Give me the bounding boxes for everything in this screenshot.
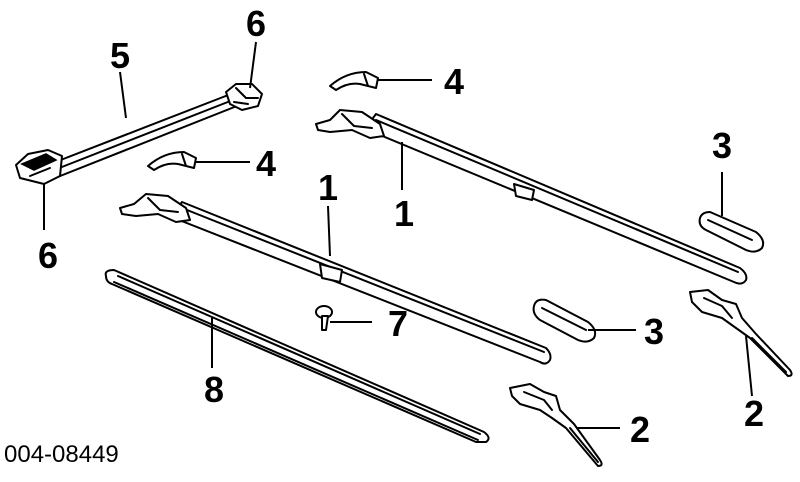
- side-rail-part-1-upper: [315, 109, 748, 285]
- cross-bar-part-5: [39, 91, 243, 181]
- callout-2-right: 2: [744, 393, 764, 434]
- end-cap-part-3-upper: [698, 211, 765, 253]
- bracket-part-2-lower: [509, 383, 603, 467]
- end-cap-part-3-lower: [532, 298, 597, 343]
- diagram-id: 004-08449: [4, 441, 119, 468]
- callout-7: 7: [388, 303, 408, 344]
- callout-1-upper: 1: [394, 193, 414, 234]
- bracket-part-2-right: [689, 289, 793, 377]
- leader-lines: [43, 41, 753, 429]
- callout-3-lower: 3: [644, 311, 664, 352]
- callout-6-top: 6: [246, 3, 266, 44]
- callout-1-lower: 1: [318, 167, 338, 208]
- end-cover-part-4-lower: [147, 151, 197, 171]
- callout-2-lower: 2: [630, 409, 650, 450]
- callout-5: 5: [110, 35, 130, 76]
- callout-8: 8: [204, 369, 224, 410]
- rail-strip-part-8: [104, 269, 490, 443]
- callout-6-bottom: 6: [38, 235, 58, 276]
- end-cover-part-4-upper: [329, 71, 379, 91]
- crossbar-end-bracket-left: [15, 149, 63, 185]
- crossbar-end-bracket-right: [225, 83, 263, 111]
- callout-4-lower: 4: [256, 143, 276, 184]
- side-rail-part-1-lower: [119, 193, 552, 365]
- screw-part-7: [315, 305, 333, 331]
- callout-3-upper: 3: [712, 125, 732, 166]
- callout-4-upper: 4: [444, 61, 464, 102]
